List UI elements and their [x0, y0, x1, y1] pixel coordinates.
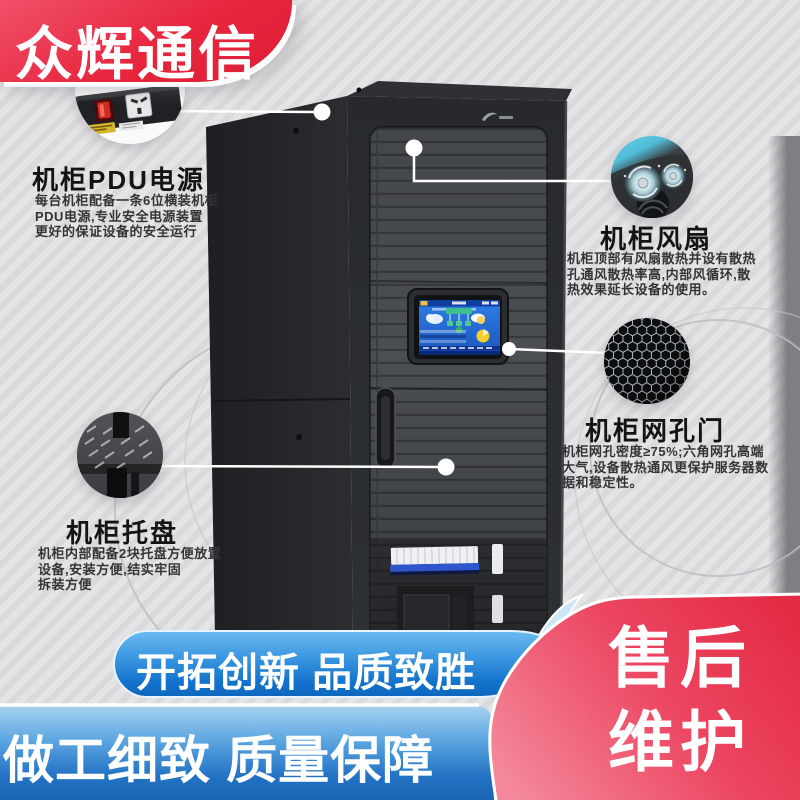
service-block: [488, 592, 800, 800]
desc-line: 每台机柜配备一条6位横装机柜: [35, 193, 219, 208]
door-handle: [375, 387, 396, 469]
feature-title-pdu: 机柜PDU电源: [32, 165, 205, 195]
desc-line: 更好的保证设备的安全运行: [35, 224, 198, 240]
feature-title-mesh: 机柜网孔门: [585, 416, 726, 446]
desc-line: 热效果延长设备的使用。: [567, 282, 716, 298]
server-cabinet: [206, 81, 572, 654]
slogan-bottom-text: 做工细致 质量保障: [3, 732, 435, 789]
feature-title-tray: 机柜托盘: [66, 518, 179, 548]
feature-desc-pdu: 每台机柜配备一条6位横装机柜 PDU电源,专业安全电源装置 更好的保证设备的安全…: [35, 193, 218, 240]
service-text: 售后 维护: [596, 616, 764, 784]
mesh-illustration: [604, 318, 690, 404]
tray-photo: [77, 412, 163, 498]
brand-banner: [0, 0, 292, 82]
slogan-top-text: 开拓创新 品质致胜: [136, 651, 477, 695]
desc-line: 设备,安装方便,结实牢固: [38, 561, 182, 577]
rack-equipment: [390, 544, 503, 639]
touchscreen: [407, 288, 509, 365]
desc-line: 机柜内部配备2块托盘方便放置: [38, 546, 222, 561]
desc-line: 据和稳定性。: [562, 475, 644, 491]
fan-illustration: [611, 136, 693, 218]
right-edge-shade: [768, 136, 800, 604]
desc-line: PDU电源,专业安全电源装置: [35, 208, 204, 224]
desc-line: 大气,设备散热通风更保护服务器数: [562, 459, 769, 475]
feature-desc-mesh: 机柜网孔密度≥75%;六角网孔高端 大气,设备散热通风更保护服务器数 据和稳定性…: [562, 444, 769, 491]
feature-desc-tray: 机柜内部配备2块托盘方便放置 设备,安装方便,结实牢固 拆装方便: [38, 546, 221, 593]
bottom-banners: [0, 592, 800, 800]
quality-band: [0, 703, 494, 800]
callout-dots: [313, 103, 516, 476]
mesh-photo: [604, 318, 690, 404]
brand-logo: [482, 112, 513, 121]
desc-line: 机柜网孔密度≥75%;六角网孔高端: [562, 444, 764, 459]
service-line-1: 售后: [608, 621, 752, 695]
brand-name: 众辉通信: [15, 22, 260, 87]
desc-line: 孔通风散热率高,内部风循环,散: [567, 266, 751, 282]
desc-line: 拆装方便: [38, 577, 93, 593]
pdu-strip-illustration: [75, 34, 183, 136]
feature-desc-fan: 机柜顶部有风扇散热并设有散热 孔通风散热率高,内部风循环,散 热效果延长设备的使…: [567, 251, 756, 298]
desc-line: 机柜顶部有风扇散热并设有散热: [567, 251, 757, 266]
feature-title-fan: 机柜风扇: [600, 224, 713, 254]
service-line-2: 维护: [608, 705, 752, 779]
tray-illustration: [77, 412, 163, 498]
fan-photo: [611, 136, 693, 218]
